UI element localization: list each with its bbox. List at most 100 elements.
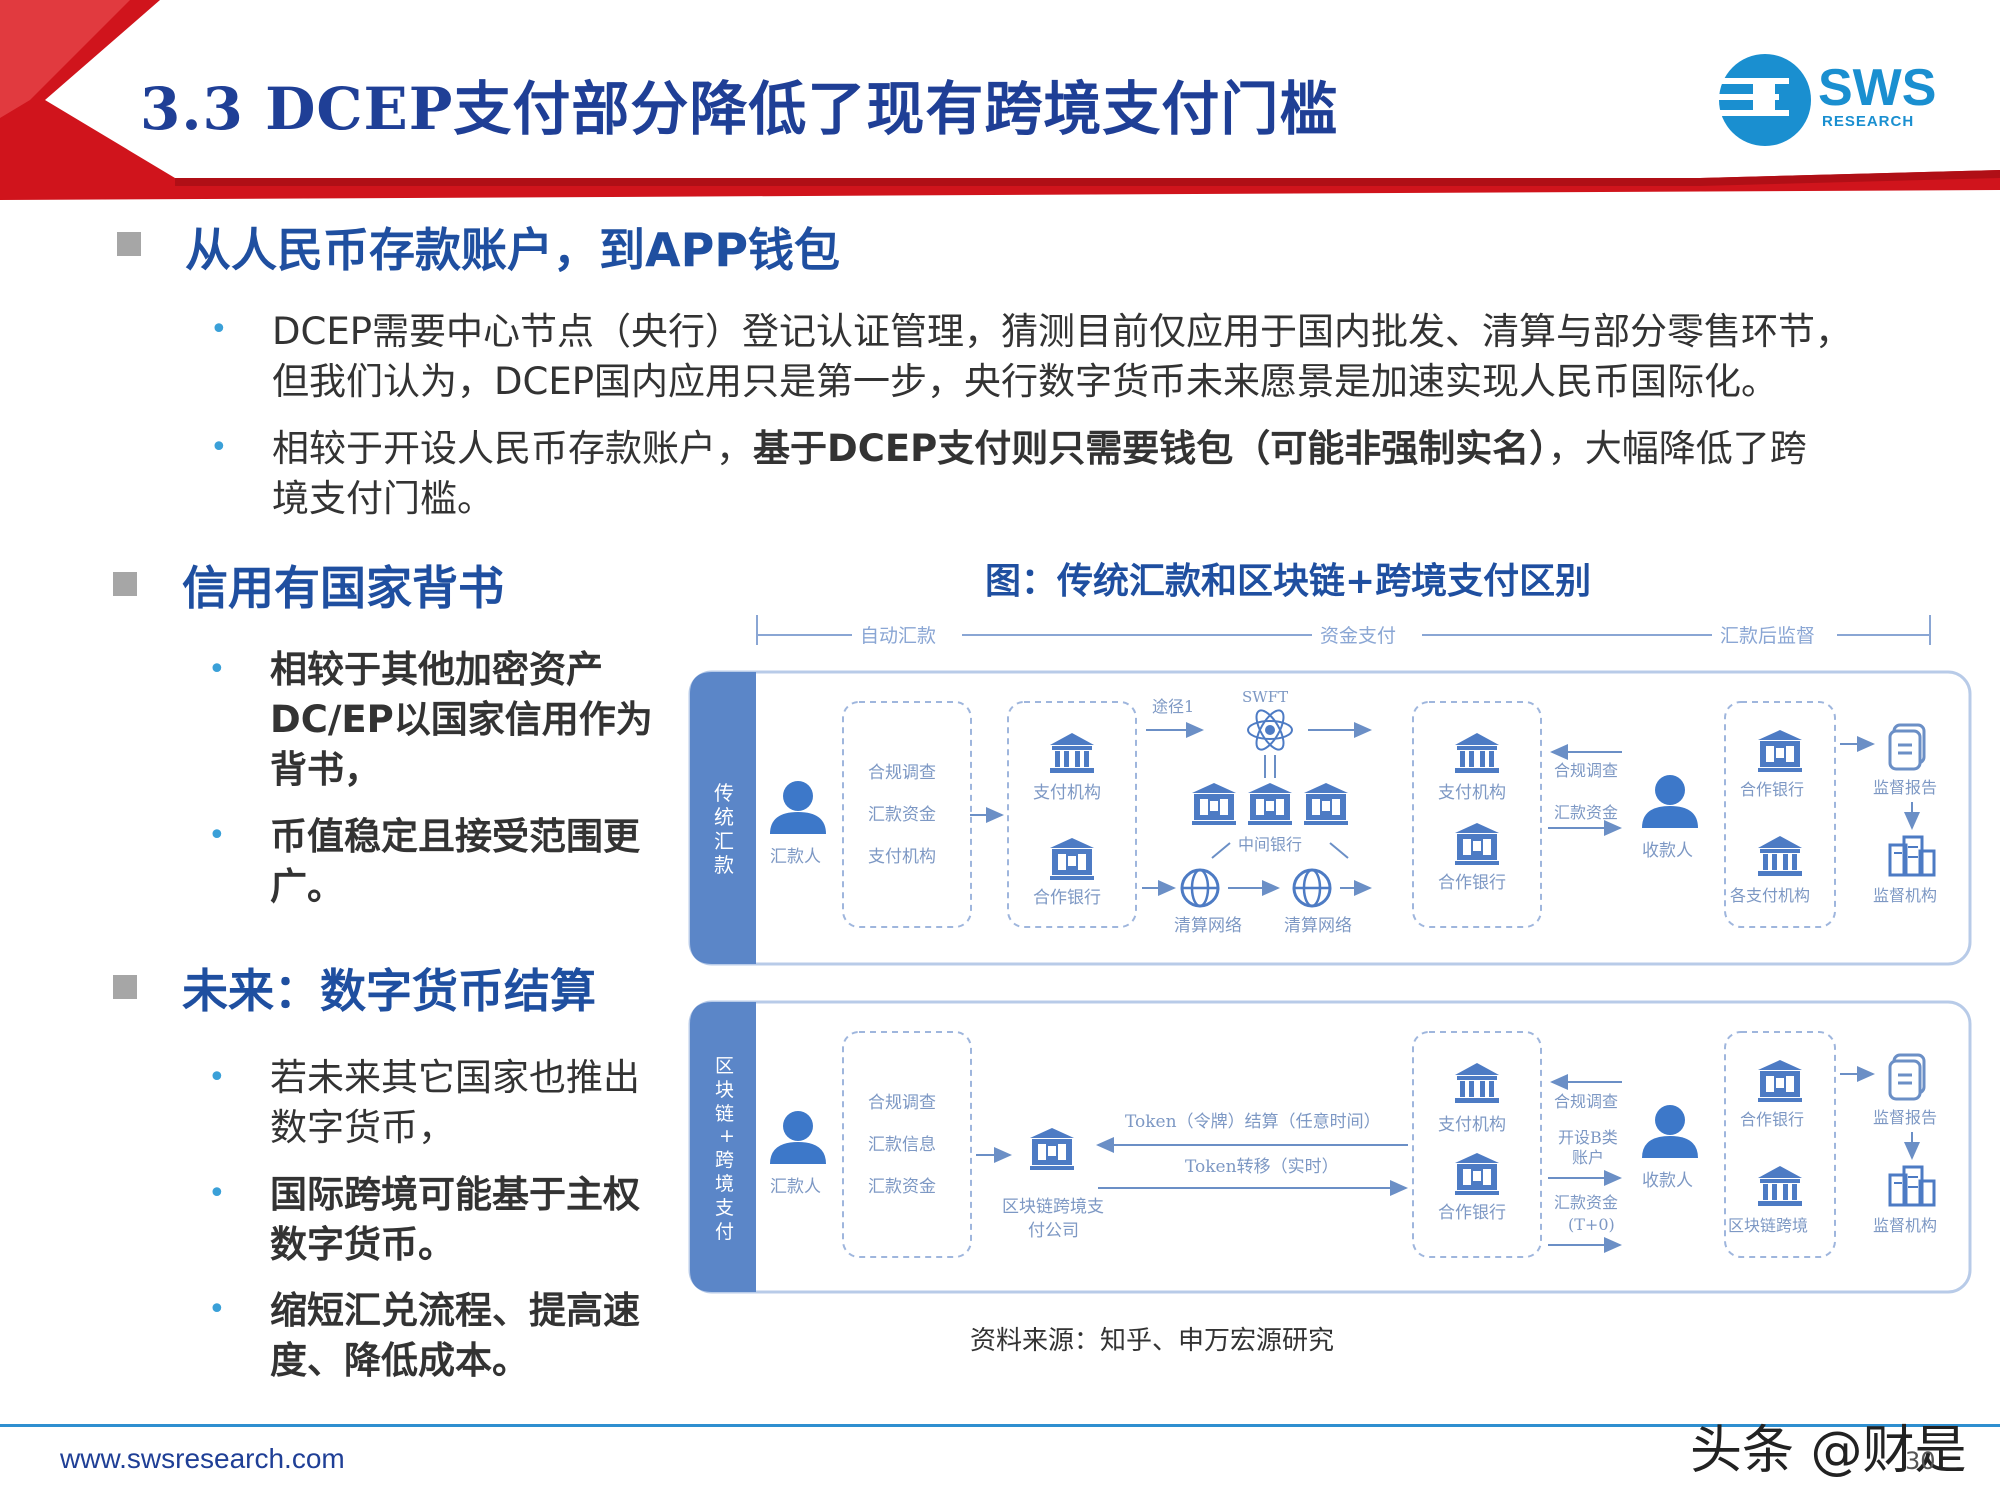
top-vertical-label: 款 xyxy=(714,853,734,877)
pay-inst-label: 支付机构 xyxy=(1438,1115,1506,1135)
bottom-check-item: 汇款信息 xyxy=(868,1135,936,1155)
top-check-item: 支付机构 xyxy=(868,847,936,867)
phase1-label: 自动汇款 xyxy=(860,625,936,647)
bottom-right-check-item: (T+0) xyxy=(1568,1215,1615,1234)
bullet-icon: • xyxy=(208,1060,226,1095)
s3b2-line1: 国际跨境可能基于主权 xyxy=(270,1173,640,1216)
header-decoration xyxy=(0,0,2000,200)
bottom-right-check-item: 账户 xyxy=(1572,1148,1604,1167)
bottom-right-check-item: 汇款资金 xyxy=(1554,1193,1618,1212)
s2b2-line1: 币值稳定且接受范围更 xyxy=(270,815,640,858)
s3b1-line1: 若未来其它国家也推出 xyxy=(270,1056,640,1099)
s2b1-line1: 相较于其他加密资产 xyxy=(270,648,603,691)
bottom-check-item: 合规调查 xyxy=(868,1093,936,1113)
section3-bullet2: 国际跨境可能基于主权 数字货币。 xyxy=(270,1170,690,1270)
page-title: 3.3 DCEP支付部分降低了现有跨境支付门槛 xyxy=(140,75,1339,143)
bc-cross-label: 区块链跨境 xyxy=(1728,1216,1808,1235)
payee-label: 收款人 xyxy=(1642,841,1693,861)
square-bullet-icon xyxy=(117,232,141,256)
regulator-label: 监督机构 xyxy=(1873,886,1937,905)
bullet-icon: • xyxy=(208,1176,226,1211)
s3b3-line2: 度、降低成本。 xyxy=(270,1339,529,1382)
sws-logo-icon xyxy=(1719,54,1811,146)
payee-label: 收款人 xyxy=(1642,1171,1693,1191)
phase2-label: 资金支付 xyxy=(1320,625,1396,647)
report-label: 监督报告 xyxy=(1873,1108,1937,1127)
s3b2-line2: 数字货币。 xyxy=(270,1223,455,1266)
bc-company-label: 付公司 xyxy=(1028,1221,1079,1241)
bottom-vertical-label: 链 xyxy=(715,1103,734,1125)
s2b1-line3: 背书， xyxy=(270,748,381,791)
section3-bullet3: 缩短汇兑流程、提高速 度、降低成本。 xyxy=(270,1286,690,1386)
top-check-item: 汇款资金 xyxy=(868,805,936,825)
bottom-vertical-label: 支 xyxy=(715,1197,734,1219)
s2b1-line2: DC/EP以国家信用作为 xyxy=(270,698,653,741)
square-bullet-icon xyxy=(113,572,137,596)
bottom-vertical-label: 境 xyxy=(715,1173,734,1195)
section1-bullet2: 相较于开设人民币存款账户，基于DCEP支付则只需要钱包（可能非强制实名），大幅降… xyxy=(272,424,1972,524)
bottom-vertical-label: 块 xyxy=(715,1079,734,1101)
section1-heading: 从人民币存款账户，到APP钱包 xyxy=(185,223,841,277)
watermark: 头条 @财是 xyxy=(1690,1421,1967,1481)
square-bullet-icon xyxy=(113,975,137,999)
section2-bullet2: 币值稳定且接受范围更 广。 xyxy=(270,812,690,912)
bullet2-line1: 相较于开设人民币存款账户，基于DCEP支付则只需要钱包（可能非强制实名），大幅降… xyxy=(272,424,1972,474)
bullet-icon: • xyxy=(208,1292,226,1327)
top-vertical-label: 汇 xyxy=(714,829,734,853)
bullet1-line2: 但我们认为，DCEP国内应用只是第一步，央行数字货币未来愿景是加速实现人民币国际… xyxy=(272,360,1779,403)
section3-bullet1: 若未来其它国家也推出 数字货币， xyxy=(270,1053,690,1153)
section2-heading: 信用有国家背书 xyxy=(182,561,504,615)
bottom-vertical-label: 区 xyxy=(715,1055,734,1077)
swift-label: SWFT xyxy=(1242,688,1288,706)
bottom-vertical-label: 付 xyxy=(715,1221,734,1243)
report-doc-icon xyxy=(1888,723,1926,771)
top-right-check-item: 合规调查 xyxy=(1554,761,1618,780)
mid-bank-label: 中间银行 xyxy=(1238,835,1302,854)
coop-bank-label: 合作银行 xyxy=(1033,888,1101,908)
coop-bank-label: 合作银行 xyxy=(1438,1203,1506,1223)
bottom-vertical-label: + xyxy=(719,1125,735,1147)
token-transfer-label: Token转移（实时） xyxy=(1185,1157,1339,1177)
footer-line xyxy=(0,1424,2000,1427)
footer-url-link[interactable]: www.swsresearch.com xyxy=(60,1443,345,1474)
section3-heading: 未来：数字货币结算 xyxy=(182,964,596,1018)
logo-name: SWS xyxy=(1818,59,1937,117)
remitter-label: 汇款人 xyxy=(770,1177,821,1197)
source-note: 资料来源：知乎、申万宏源研究 xyxy=(970,1326,1335,1356)
clearing-net-label: 清算网络 xyxy=(1174,916,1242,936)
bullet-icon: • xyxy=(210,312,228,347)
bullet2-line2: 境支付门槛。 xyxy=(272,477,494,520)
s2b2-line2: 广。 xyxy=(270,865,344,908)
clearing-net-label: 清算网络 xyxy=(1284,916,1352,936)
bottom-right-check-item: 开设B类 xyxy=(1558,1128,1618,1147)
bullet-icon: • xyxy=(210,430,228,465)
section2-bullet1: 相较于其他加密资产 DC/EP以国家信用作为 背书， xyxy=(270,645,690,795)
figure-title: 图：传统汇款和区块链+跨境支付区别 xyxy=(985,561,1592,602)
top-vertical-label: 传 xyxy=(714,781,734,805)
top-right-check-item: 汇款资金 xyxy=(1554,803,1618,822)
bullet1-line1: DCEP需要中心节点（央行）登记认证管理，猜测目前仅应用于国内批发、清算与部分零… xyxy=(272,310,1853,353)
s3b3-line1: 缩短汇兑流程、提高速 xyxy=(270,1289,640,1332)
top-check-item: 合规调查 xyxy=(868,763,936,783)
token-settle-label: Token（令牌）结算（任意时间） xyxy=(1125,1112,1381,1132)
coop-bank-label: 合作银行 xyxy=(1438,873,1506,893)
bullet-icon: • xyxy=(208,818,226,853)
page-number: 30 xyxy=(1905,1447,1936,1475)
route1-label: 途径1 xyxy=(1152,697,1194,716)
top-vertical-label: 统 xyxy=(714,805,734,829)
bullet2-tail: ，大幅降低了跨 xyxy=(1547,427,1807,470)
remitter-label: 汇款人 xyxy=(770,847,821,867)
bottom-check-item: 汇款资金 xyxy=(868,1177,936,1197)
partner-bank-label: 合作银行 xyxy=(1740,780,1804,799)
logo-subtitle: RESEARCH xyxy=(1822,113,1915,130)
s3b1-line2: 数字货币， xyxy=(270,1106,455,1149)
flow-diagram: 自动汇款 资金支付 汇款后监督 传 统 汇 款 汇款人 合规调查 汇款资金 支付… xyxy=(688,615,1972,1294)
swift-atom-icon xyxy=(1247,709,1293,751)
phase3-label: 汇款后监督 xyxy=(1720,625,1815,647)
report-doc-icon xyxy=(1888,1053,1926,1101)
bullet2-plain: 相较于开设人民币存款账户， xyxy=(272,427,753,470)
section1-bullet1: DCEP需要中心节点（央行）登记认证管理，猜测目前仅应用于国内批发、清算与部分零… xyxy=(272,307,1972,407)
bullet2-bold: 基于DCEP支付则只需要钱包（可能非强制实名） xyxy=(753,427,1548,470)
partner-bank-label: 合作银行 xyxy=(1740,1110,1804,1129)
bottom-right-check-item: 合规调查 xyxy=(1554,1092,1618,1111)
